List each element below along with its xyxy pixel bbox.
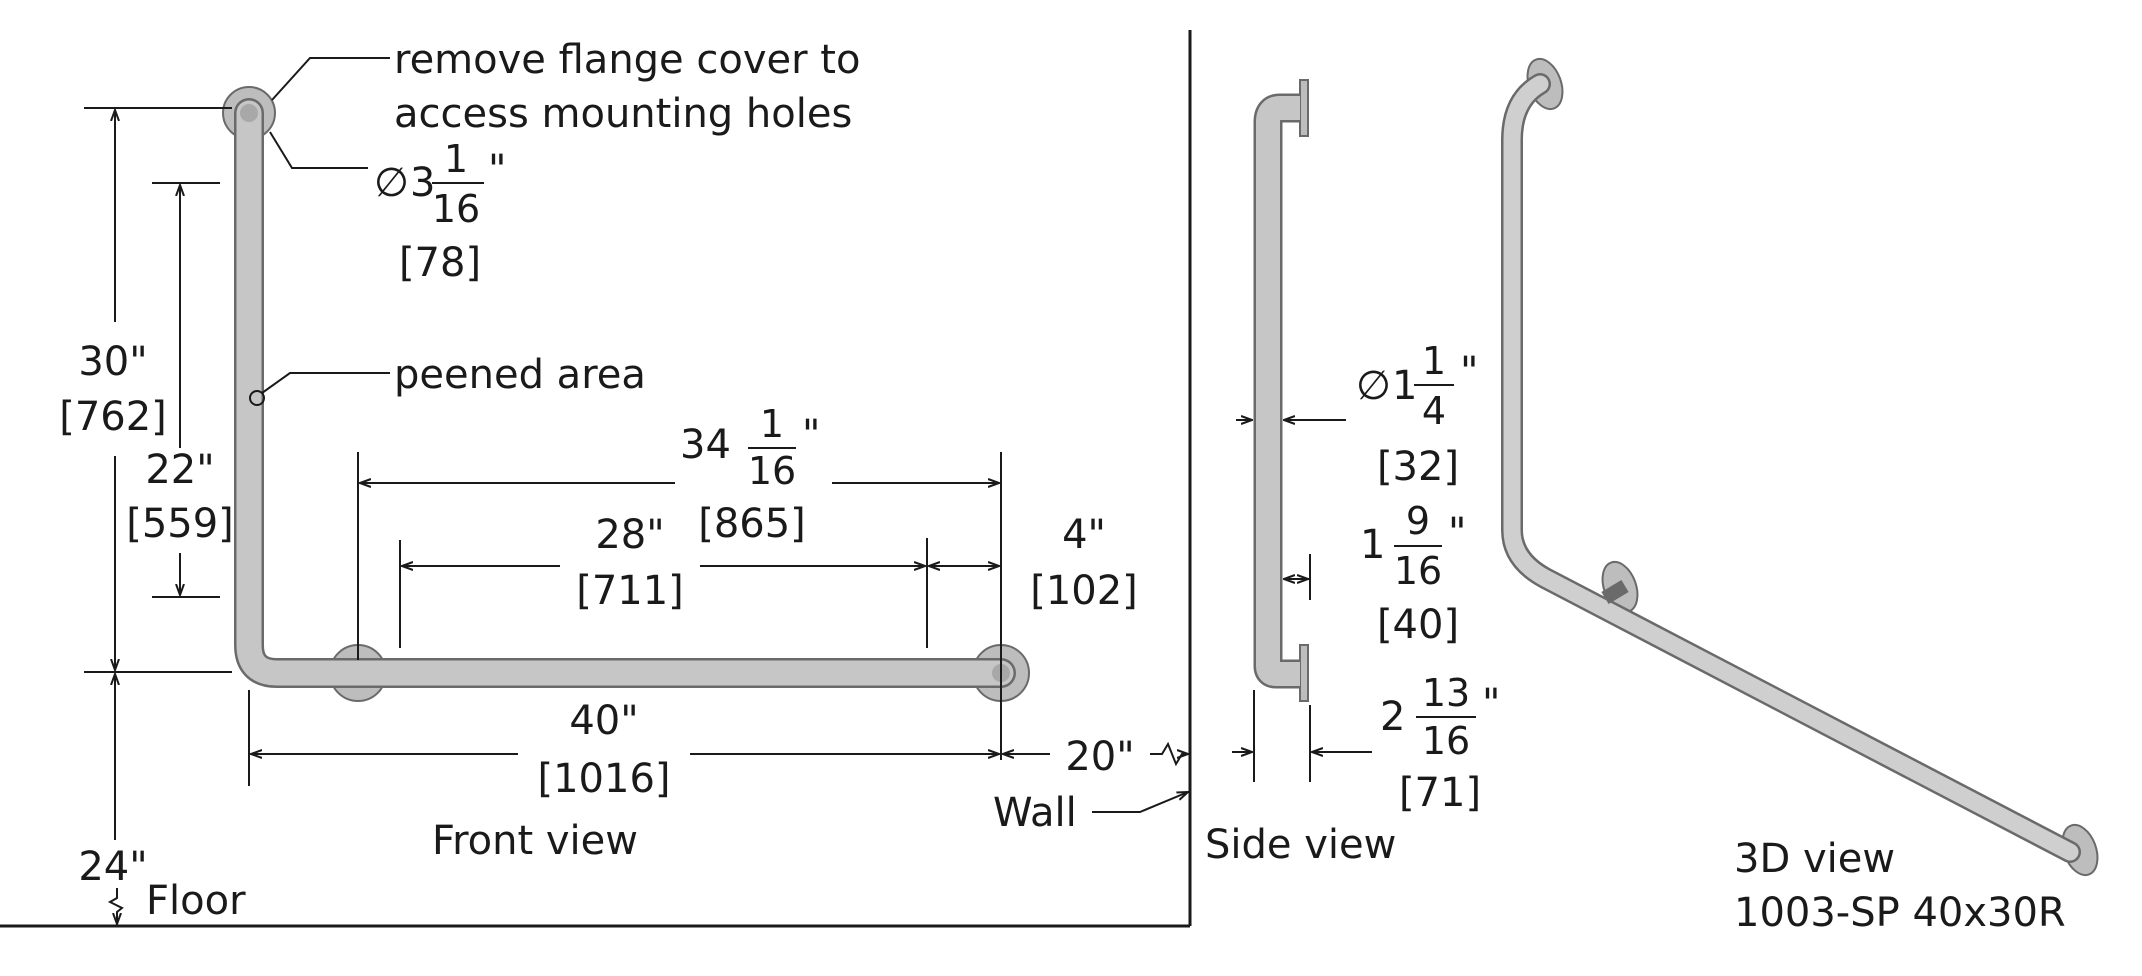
svg-text:[32]: [32]	[1377, 444, 1459, 490]
peened-area-marker	[249, 390, 265, 406]
svg-text:3: 3	[410, 160, 435, 206]
svg-text:[78]: [78]	[399, 240, 481, 286]
tube-diameter-dim: ∅ 1 1 4 " [32]	[1356, 339, 1478, 490]
projection-dim: 2 13 16 " [71]	[1380, 671, 1500, 816]
svg-text:[865]: [865]	[698, 501, 806, 547]
svg-text:16: 16	[1394, 549, 1442, 593]
width-40-metric: [1016]	[537, 756, 670, 802]
svg-text:2: 2	[1380, 694, 1405, 740]
width-28-metric: [711]	[576, 568, 684, 614]
svg-text:[40]: [40]	[1377, 602, 1459, 648]
height-30-metric: [762]	[59, 394, 167, 440]
front-view-title: Front view	[432, 818, 638, 864]
side-view-bar	[1253, 79, 1309, 702]
height-22-metric: [559]	[126, 501, 234, 547]
wall-gap-dim: 20"	[1065, 734, 1134, 780]
svg-text:9: 9	[1406, 499, 1430, 543]
width-28-imperial: 28"	[595, 512, 664, 558]
side-top-flange	[1299, 79, 1309, 137]
wall-label: Wall	[993, 790, 1077, 836]
svg-text:16: 16	[432, 187, 480, 231]
svg-text:34: 34	[680, 422, 731, 468]
flange-callout-line2: access mounting holes	[394, 91, 852, 137]
svg-text:1: 1	[760, 402, 784, 446]
svg-text:13: 13	[1422, 671, 1470, 715]
flange-callout-line1: remove flange cover to	[394, 37, 860, 83]
flange-diameter-dim: ∅ 3 1 16 " [78]	[374, 137, 506, 286]
model-number: 1003-SP 40x30R	[1734, 890, 2066, 936]
svg-text:": "	[1460, 349, 1478, 395]
floor-label: Floor	[146, 878, 246, 924]
width-34-dim: 34 1 16 " [865]	[680, 402, 820, 547]
width-40-imperial: 40"	[569, 698, 638, 744]
svg-text:": "	[488, 147, 506, 193]
3d-view-bar	[1501, 57, 2099, 877]
svg-text:1: 1	[1392, 363, 1417, 409]
side-view-title: Side view	[1205, 822, 1396, 868]
side-bottom-flange	[1299, 644, 1309, 702]
svg-text:[71]: [71]	[1399, 770, 1481, 816]
svg-text:∅: ∅	[1356, 363, 1391, 409]
svg-text:4: 4	[1422, 389, 1446, 433]
svg-text:16: 16	[1422, 719, 1470, 763]
3d-view-title: 3D view	[1734, 836, 1895, 882]
peened-area-label: peened area	[394, 352, 646, 398]
svg-text:1: 1	[1360, 522, 1385, 568]
offset-4-imperial: 4"	[1062, 512, 1106, 558]
svg-text:": "	[1482, 681, 1500, 727]
svg-text:16: 16	[748, 449, 796, 493]
floor-height-dim: 24"	[78, 844, 147, 890]
svg-text:1: 1	[444, 137, 468, 181]
offset-4-metric: [102]	[1030, 568, 1138, 614]
svg-text:": "	[1448, 510, 1466, 556]
front-view-bar	[222, 86, 1030, 702]
svg-text:1: 1	[1422, 339, 1446, 383]
height-22-imperial: 22"	[145, 447, 214, 493]
clearance-dim: 1 9 16 " [40]	[1360, 499, 1466, 648]
height-30-imperial: 30"	[78, 339, 147, 385]
svg-text:∅: ∅	[374, 160, 409, 206]
svg-text:": "	[802, 412, 820, 458]
